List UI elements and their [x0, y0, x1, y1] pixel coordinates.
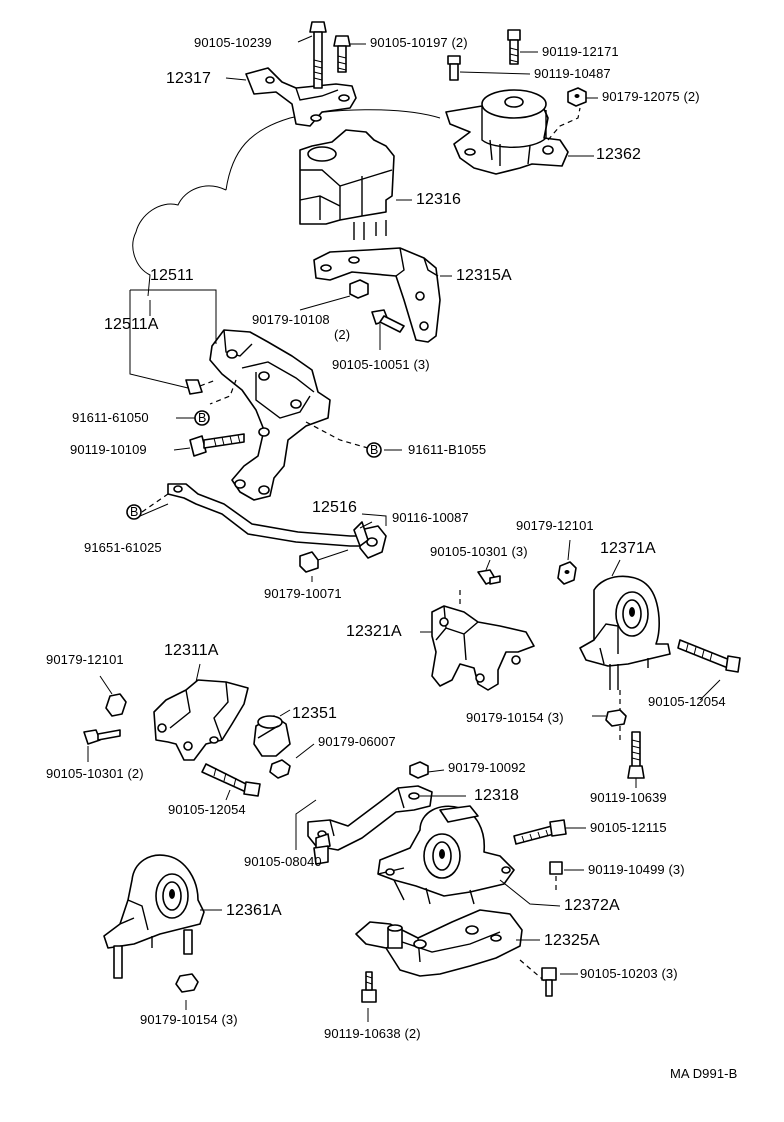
label-90179-10154-b: 90179-10154 (3)	[140, 1012, 238, 1027]
bracket-12317	[245, 67, 357, 127]
label-12511: 12511	[150, 267, 194, 284]
label-90105-12054-a: 90105-12054	[648, 694, 726, 709]
label-90105-10301-a: 90105-10301 (3)	[430, 544, 528, 559]
label-12316: 12316	[416, 191, 461, 208]
label-12371a: 12371A	[600, 540, 656, 557]
label-90179-10154-a: 90179-10154 (3)	[466, 710, 564, 725]
nut-90179-12101-a	[557, 561, 577, 585]
label-90105-08040: 90105-08040	[244, 854, 322, 869]
bolt-90105-08040	[313, 833, 331, 865]
label-90119-10109: 90119-10109	[70, 442, 147, 457]
leader-lines	[87, 35, 721, 1022]
label-12325a: 12325A	[544, 932, 600, 949]
label-12362: 12362	[596, 146, 641, 163]
label-90119-10638: 90119-10638 (2)	[324, 1026, 421, 1041]
label-90105-10301-b: 90105-10301 (2)	[46, 766, 144, 781]
bolt-90119-10499	[549, 861, 563, 890]
bolt-90119-12171	[507, 29, 521, 65]
bolt-90105-10239	[309, 21, 327, 89]
label-90179-12101-a: 90179-12101	[516, 518, 594, 533]
bolt-90105-10203	[541, 967, 557, 997]
bushing-12351	[253, 715, 291, 757]
bolt-90105-12054-b	[201, 763, 261, 797]
engine-mount-12362	[445, 89, 581, 175]
bracket-12316	[299, 129, 395, 240]
label-12315a: 12315A	[456, 267, 512, 284]
nut-90179-10154-a	[605, 709, 627, 727]
label-90105-10203: 90105-10203 (3)	[580, 966, 678, 981]
nut-90179-10108	[349, 279, 369, 299]
nut-90179-12075	[567, 87, 587, 107]
bolt-90105-10051	[371, 309, 405, 333]
label-90119-10487: 90119-10487	[534, 66, 611, 81]
label-12372a: 12372A	[564, 897, 620, 914]
callout-b-91611-61050: B	[198, 411, 207, 425]
label-91611-61050: 91611-61050	[72, 410, 149, 425]
label-90179-10108: 90179-10108	[252, 312, 330, 327]
bolt-90105-10301-b	[83, 729, 121, 745]
label-91611-b1055: 91611-B1055	[408, 442, 487, 457]
label-90179-10071: 90179-10071	[264, 586, 342, 601]
label-90179-06007: 90179-06007	[318, 734, 396, 749]
nut-90179-12101-b	[105, 693, 127, 717]
label-12361a: 12361A	[226, 902, 282, 919]
bracket-12325a	[355, 909, 549, 985]
callout-b-91651-61025: B	[130, 505, 139, 519]
label-12311a: 12311A	[164, 642, 219, 659]
label-90105-10197: 90105-10197 (2)	[370, 35, 468, 50]
label-12516: 12516	[312, 499, 357, 516]
label-90119-10499: 90119-10499 (3)	[588, 862, 685, 877]
callout-b-91611-b1055: B	[370, 443, 379, 457]
label-90179-10092: 90179-10092	[448, 760, 526, 775]
label-91651-61025: 91651-61025	[84, 540, 162, 555]
engine-mount-12361a	[103, 854, 205, 979]
bolt-90105-10301-a	[477, 569, 501, 585]
bolt-90105-10197	[333, 35, 351, 73]
bracket-12321a	[431, 590, 535, 691]
callout-markers	[126, 410, 382, 520]
bolt-90116-10087	[353, 521, 369, 547]
label-12318: 12318	[474, 787, 519, 804]
label-90105-10239: 90105-10239	[194, 35, 272, 50]
label-90105-12054-b: 90105-12054	[168, 802, 246, 817]
bracket-12315a	[313, 247, 441, 343]
label-90179-10108-qty: (2)	[334, 327, 351, 342]
label-90119-12171: 90119-12171	[542, 44, 619, 59]
label-12317: 12317	[166, 70, 211, 87]
engine-outline	[132, 109, 441, 297]
bolt-90105-12054-a	[677, 639, 741, 673]
bolt-90119-10109	[189, 433, 245, 457]
label-90179-12101-b: 90179-12101	[46, 652, 124, 667]
nut-90179-10092	[409, 761, 429, 779]
label-90116-10087: 90116-10087	[392, 510, 469, 525]
engine-mount-12371a	[579, 575, 671, 740]
label-12351: 12351	[292, 705, 337, 722]
label-90105-12115: 90105-12115	[590, 820, 667, 835]
bolt-91611-61050	[185, 379, 217, 395]
bolt-90119-10639	[627, 731, 645, 779]
bracket-12311a	[153, 679, 249, 761]
nut-90179-10071	[299, 549, 349, 573]
label-90119-10639: 90119-10639	[590, 790, 667, 805]
label-12321a: 12321A	[346, 623, 402, 640]
bracket-12511	[209, 329, 369, 501]
bolt-90119-10638	[361, 971, 377, 1003]
label-12511a: 12511A	[104, 316, 159, 333]
bolt-90105-12115	[513, 819, 567, 845]
engine-mount-12372a	[377, 805, 515, 905]
label-90105-10051: 90105-10051 (3)	[332, 357, 430, 372]
nut-90179-10154-b	[175, 973, 199, 993]
diagram-code: MA D991-B	[670, 1066, 738, 1081]
rod-12516	[167, 483, 387, 559]
nut-90179-06007	[269, 759, 291, 779]
bolt-90119-10487	[447, 55, 461, 81]
label-90179-12075: 90179-12075 (2)	[602, 89, 700, 104]
